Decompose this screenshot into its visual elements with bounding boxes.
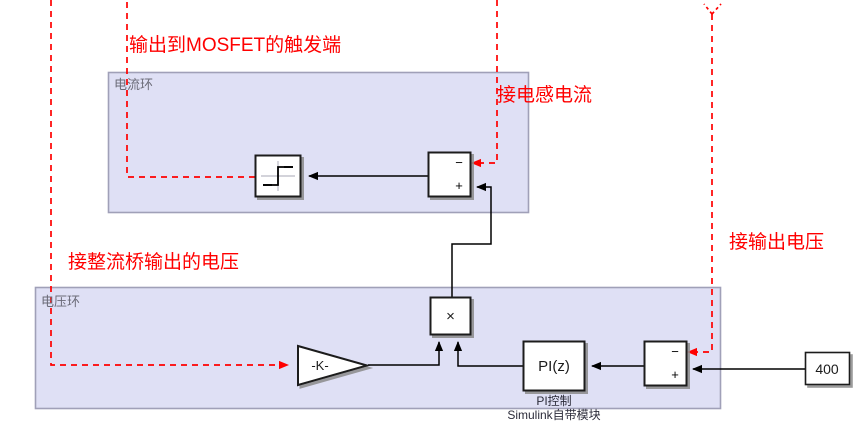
subsystem-box-voltage-loop[interactable]: [34, 286, 722, 410]
pi-controller-caption: PI控制: [536, 394, 572, 408]
annotation-inductor-current: 接电感电流: [497, 85, 593, 106]
constant-value: 400: [815, 361, 839, 377]
gain-value: -K-: [311, 358, 328, 373]
wire-multiply-to-sum: [451, 182, 492, 297]
sum-block-current[interactable]: − +: [427, 151, 472, 198]
pi-controller-block[interactable]: PI(z): [522, 340, 586, 392]
sum-port-minus-label-2: −: [671, 344, 679, 359]
dashed-output-voltage-to-sum: [687, 14, 713, 357]
dashed-output-voltage-fork: [703, 3, 722, 15]
annotation-output-voltage: 接输出电压: [729, 232, 825, 253]
annotation-rectifier-voltage: 接整流桥输出的电压: [68, 252, 240, 273]
annotation-mosfet-gate: 输出到MOSFET的触发端: [129, 35, 342, 56]
dashed-inductor-current-to-sum: [471, 0, 498, 168]
subsystem-label-voltage-loop: 电压环: [41, 294, 81, 309]
dashed-relay-to-mosfet: [126, 0, 255, 178]
relay-icon: [261, 161, 295, 191]
subsystem-label-current-loop: 电流环: [114, 77, 154, 92]
sum-port-plus-label: +: [455, 178, 463, 193]
dashed-rectifier-voltage-to-gain: [50, 0, 289, 370]
constant-block[interactable]: 400: [804, 351, 851, 386]
wire-pi-to-multiply: [453, 341, 523, 367]
multiply-block[interactable]: ×: [429, 296, 472, 336]
pi-controller-expression: PI(z): [538, 358, 570, 375]
gain-block[interactable]: -K-: [297, 344, 371, 387]
relay-block[interactable]: [254, 154, 302, 198]
multiply-symbol: ×: [446, 308, 455, 325]
wire-gain-to-multiply: [368, 341, 444, 366]
sum-block-voltage[interactable]: − +: [643, 340, 688, 387]
pi-controller-subcaption: Simulink自带模块: [507, 408, 601, 422]
sum-port-minus-label: −: [455, 155, 463, 170]
sum-port-plus-label-2: +: [671, 367, 679, 382]
